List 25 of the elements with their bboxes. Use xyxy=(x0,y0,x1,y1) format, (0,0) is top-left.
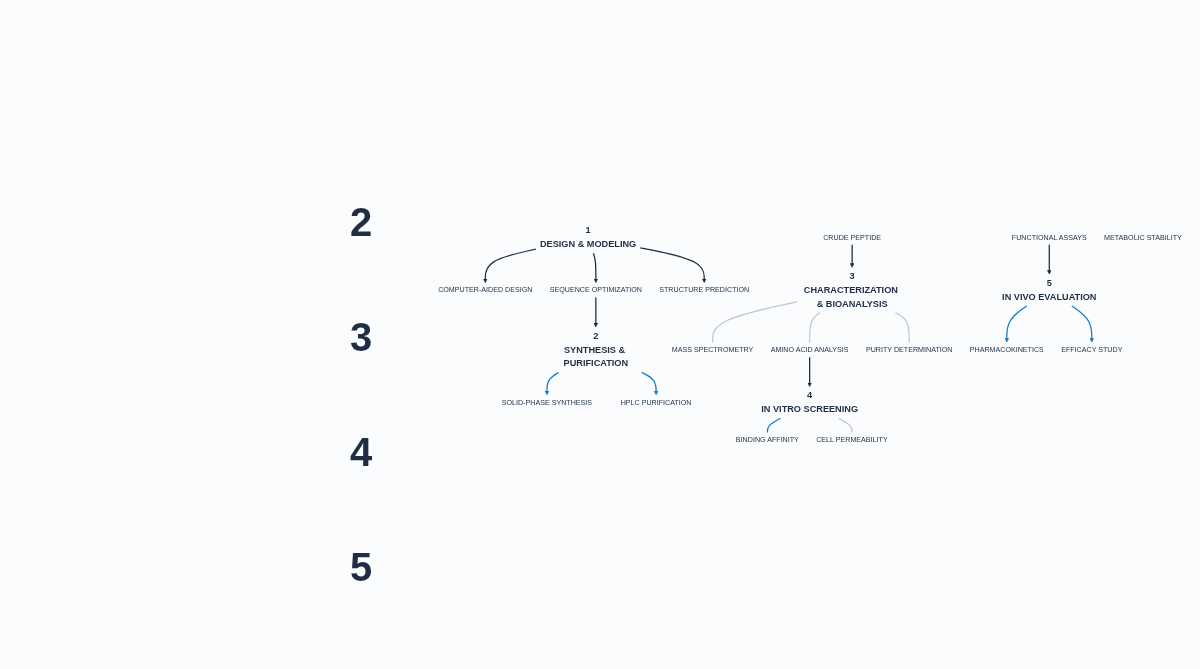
connector xyxy=(838,417,853,434)
arrow xyxy=(1004,305,1028,343)
step-number: 4 xyxy=(350,430,373,475)
connector xyxy=(766,417,782,434)
arrow xyxy=(483,248,537,283)
arrow xyxy=(1047,244,1052,275)
node-text: 1 DESIGN & MODELING xyxy=(539,225,637,250)
node-text: 3 CHARACTERIZATION & BIOANALYSIS xyxy=(803,271,898,309)
arrow xyxy=(544,371,560,396)
connector xyxy=(809,312,821,344)
step-number: 5 xyxy=(350,545,373,590)
node-text: 2 SYNTHESIS & PURIFICATION xyxy=(563,330,629,369)
arrow xyxy=(1071,305,1095,343)
arrow xyxy=(807,356,812,387)
node-text: 5 IN VIVO EVALUATION xyxy=(1002,277,1097,302)
arrow xyxy=(641,371,659,396)
arrow xyxy=(592,252,599,283)
node-text: 4 IN VITRO SCREENING xyxy=(761,390,859,415)
connector xyxy=(894,312,910,344)
connector xyxy=(712,301,798,344)
step-number: 2 xyxy=(350,200,373,245)
arrow xyxy=(593,296,599,328)
arrow xyxy=(849,244,855,268)
step-number: 3 xyxy=(350,315,373,360)
arrow xyxy=(639,247,707,283)
